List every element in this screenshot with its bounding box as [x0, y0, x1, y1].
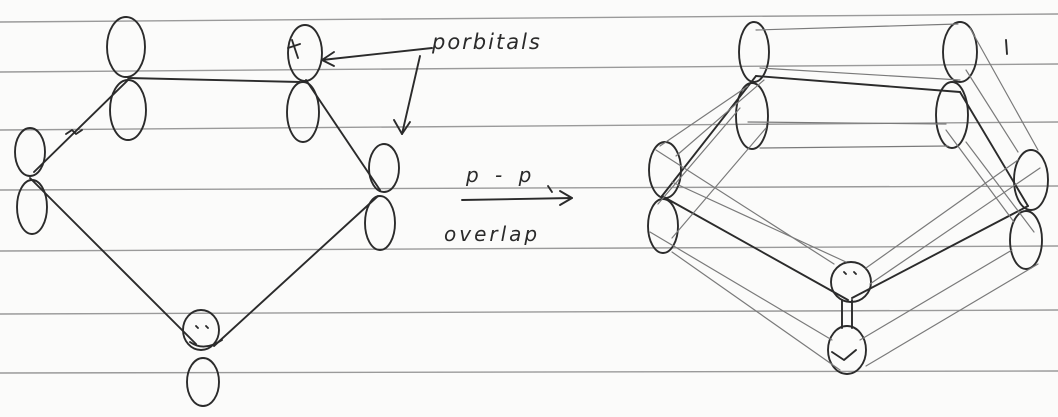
right-ring-diagram — [647, 21, 1049, 375]
electron-mark — [65, 129, 83, 135]
p-orbital-top-right — [286, 24, 323, 143]
reaction-label-top: p - p — [466, 163, 537, 187]
overlap-orbital-top-right — [935, 21, 978, 149]
right-ring-bonds — [661, 75, 1029, 301]
left-ring-bonds — [29, 77, 381, 347]
label-pointer-arrows — [321, 47, 433, 135]
reaction-arrow — [461, 185, 573, 206]
ruled-lines — [0, 13, 1058, 374]
overlap-orbital-right — [1009, 149, 1049, 270]
p-orbital-bottom — [182, 309, 223, 407]
orbitals-label: porbitals — [432, 30, 542, 54]
overlap-orbital-bottom — [827, 261, 872, 375]
p-orbital-top-left — [106, 16, 147, 141]
reaction-label-bottom: overlap — [444, 222, 541, 246]
p-orbital-right — [364, 143, 400, 251]
overlap-orbital-top-left — [735, 21, 770, 150]
p-orbital-left — [14, 127, 48, 235]
small-stroke-mark — [1005, 39, 1008, 55]
overlap-lines-lower — [649, 107, 1039, 371]
left-ring-diagram — [14, 16, 433, 407]
overlap-lines-upper — [655, 23, 1041, 285]
